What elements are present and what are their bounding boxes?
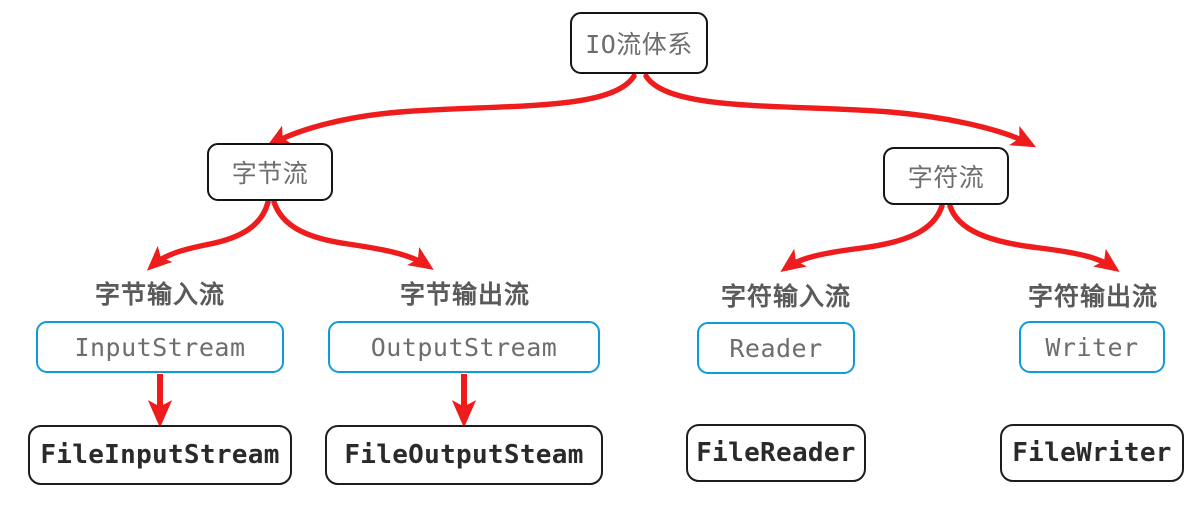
arrow-char-stream-to-char-output	[947, 203, 1120, 273]
node-root-io-stream-system[interactable]: IO流体系	[570, 12, 708, 74]
arrow-char-stream-to-char-input	[780, 203, 945, 273]
node-root-label: IO流体系	[585, 30, 693, 59]
node-outputstream-label: OutputStream	[370, 332, 558, 362]
arrow-byte-stream-to-byte-output	[271, 199, 434, 270]
node-filewriter-label: FileWriter	[1012, 438, 1172, 468]
node-byte-stream-label: 字节流	[231, 159, 309, 188]
node-filereader[interactable]: FileReader	[686, 424, 866, 482]
node-writer-label: Writer	[1045, 332, 1139, 362]
node-inputstream[interactable]: InputStream	[36, 321, 284, 373]
node-filewriter[interactable]: FileWriter	[1000, 424, 1184, 482]
heading-char-input-stream: 字符输入流	[720, 282, 851, 311]
node-filereader-label: FileReader	[696, 438, 856, 468]
heading-byte-output-stream: 字节输出流	[399, 280, 530, 309]
node-char-stream[interactable]: 字符流	[883, 147, 1009, 205]
node-byte-stream[interactable]: 字节流	[207, 143, 333, 201]
node-fileinputstream-label: FileInputStream	[40, 440, 280, 470]
heading-byte-input-stream: 字节输入流	[94, 280, 225, 309]
node-fileinputstream[interactable]: FileInputStream	[28, 425, 292, 485]
node-fileoutputsteam-label: FileOutputSteam	[344, 440, 584, 470]
arrow-root-to-byte-stream	[265, 73, 637, 148]
arrow-root-to-char-stream	[643, 73, 1037, 148]
node-reader[interactable]: Reader	[697, 322, 855, 374]
node-outputstream[interactable]: OutputStream	[328, 321, 600, 373]
arrow-byte-stream-to-byte-input	[146, 199, 271, 271]
node-char-stream-label: 字符流	[907, 163, 985, 192]
node-writer[interactable]: Writer	[1019, 321, 1165, 373]
node-reader-label: Reader	[729, 333, 823, 363]
node-inputstream-label: InputStream	[74, 332, 246, 362]
node-fileoutputsteam[interactable]: FileOutputSteam	[325, 425, 603, 485]
heading-char-output-stream: 字符输出流	[1027, 282, 1158, 311]
